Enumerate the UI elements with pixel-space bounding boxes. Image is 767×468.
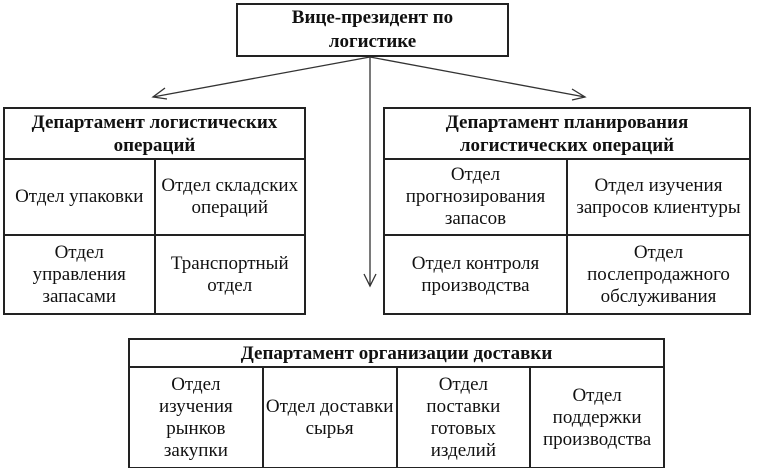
left-dept-title: Департамент логистических операций [3,107,306,160]
unit-cell: Отдел управления запасами [3,234,156,315]
unit-cell: Отдел прогнозирования запасов [383,158,568,236]
unit-cell: Отдел изучения рынков закупки [128,366,264,468]
unit-cell: Отдел изучения запросов клиентуры [566,158,751,236]
bottom-dept-table: Департамент организации доставки Отдел и… [128,338,665,468]
arrowhead-icon [363,273,377,288]
arrow-to-right-dept [369,56,586,98]
vp-box: Вице-президент по логистике [236,3,509,57]
unit-cell: Отдел контроля производства [383,234,568,315]
arrowhead-icon [151,87,168,100]
unit-cell: Отдел складских операций [153,158,306,236]
arrow-to-left-dept [152,56,371,98]
right-dept-table: Департамент планирования логистических о… [383,107,751,315]
vp-title: Вице-президент по логистике [291,7,454,52]
unit-cell: Отдел послепродажного обслуживания [566,234,751,315]
right-dept-title: Департамент планирования логистических о… [383,107,751,160]
unit-cell: Отдел поставки готовых изделий [395,366,532,468]
unit-cell: Отдел доставки сырья [261,366,398,468]
unit-cell: Отдел упаковки [3,158,156,236]
left-dept-table: Департамент логистических операций Отдел… [3,107,306,315]
unit-cell: Отдел поддержки производства [529,366,665,468]
arrowhead-icon [571,88,587,101]
bottom-dept-title: Департамент организации доставки [128,338,665,368]
unit-cell: Транспортный отдел [153,234,306,315]
